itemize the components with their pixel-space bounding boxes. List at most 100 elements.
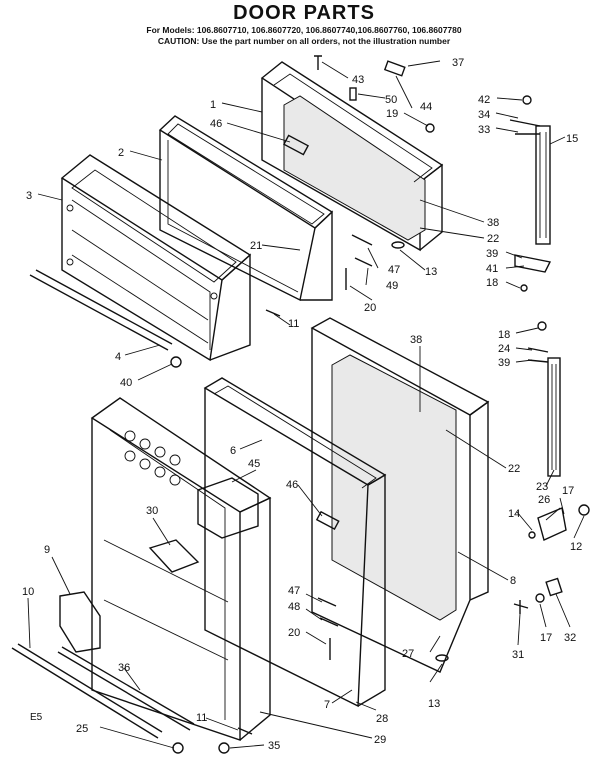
- callout-24: 24: [498, 343, 510, 355]
- part-31: [513, 600, 529, 614]
- callout-50: 50: [385, 94, 397, 106]
- part-49: [354, 257, 373, 267]
- callout-32: 32: [564, 632, 576, 644]
- callout-47-lower: 47: [288, 585, 300, 597]
- callout-44: 44: [420, 101, 432, 113]
- callout-23: 23: [536, 481, 548, 493]
- callout-18-upper: 18: [486, 277, 498, 289]
- dairy-door: [59, 591, 101, 653]
- egg-tray: [124, 430, 181, 486]
- freezer-trim-strip: [29, 269, 173, 351]
- callout-39-lower: 39: [498, 357, 510, 369]
- callout-15: 15: [566, 133, 578, 145]
- callout-27: 27: [402, 648, 414, 660]
- callout-47-upper: 47: [388, 264, 400, 276]
- part-32: [545, 577, 563, 597]
- callout-19: 19: [386, 108, 398, 120]
- callout-43: 43: [352, 74, 364, 86]
- callout-20-upper: 20: [364, 302, 376, 314]
- callout-8: 8: [510, 575, 516, 587]
- fresh-food-gasket: [203, 377, 387, 708]
- diagram-header: DOOR PARTS For Models: 106.8607710, 106.…: [0, 0, 608, 47]
- upper-hinge-bar: [509, 95, 552, 292]
- callout-12: 12: [570, 541, 582, 553]
- callout-13-lower: 13: [428, 698, 440, 710]
- callout-35: 35: [268, 740, 280, 752]
- callout-3: 3: [26, 190, 32, 202]
- callout-34: 34: [478, 109, 490, 121]
- handle-insert-lower: [315, 510, 340, 531]
- page-title: DOOR PARTS: [233, 2, 375, 24]
- callout-38-upper: 38: [487, 217, 499, 229]
- callout-36: 36: [118, 662, 130, 674]
- fresh-food-door-liner: [90, 397, 272, 741]
- freezer-door-gasket: [158, 115, 334, 302]
- part-48: [319, 617, 339, 627]
- part-47-lower: [317, 597, 337, 607]
- callout-4: 4: [115, 351, 121, 363]
- callout-33: 33: [478, 124, 490, 136]
- corner-mark: E5: [30, 712, 43, 723]
- lower-hinge-bar: [527, 321, 590, 541]
- callout-41: 41: [486, 263, 498, 275]
- part-43-screw: [314, 55, 322, 70]
- handle-insert-upper: [282, 134, 310, 156]
- callout-46-lower: 46: [286, 479, 298, 491]
- callout-2: 2: [118, 147, 124, 159]
- part-19-plug: [425, 123, 435, 133]
- callout-28: 28: [376, 713, 388, 725]
- fresh-food-outer-door: [310, 317, 490, 673]
- callout-29: 29: [374, 734, 386, 746]
- callout-11-lower: 11: [196, 712, 207, 724]
- callout-9: 9: [44, 544, 50, 556]
- bottom-trim-strip: [11, 643, 163, 739]
- callout-21: 21: [250, 240, 262, 252]
- callout-26: 26: [538, 494, 550, 506]
- caution-note: CAUTION: Use the part number on all orde…: [157, 36, 451, 46]
- callout-30: 30: [146, 505, 158, 517]
- part-13-upper: [391, 241, 405, 249]
- callout-18-lower: 18: [498, 329, 510, 341]
- callout-42: 42: [478, 94, 490, 106]
- callout-11-upper: 11: [288, 318, 299, 330]
- part-47-upper: [351, 234, 373, 246]
- callout-1: 1: [210, 99, 216, 111]
- callout-25: 25: [76, 723, 88, 735]
- callout-40: 40: [120, 377, 132, 389]
- callout-45: 45: [248, 458, 260, 470]
- callout-labels: 1 2 3 4 40 46 21 11 43 37 50 44 19 42 34…: [22, 57, 582, 752]
- part-37-cap: [383, 60, 406, 77]
- part-25: [172, 742, 184, 754]
- handle-pocket: [148, 539, 200, 573]
- callout-20-lower: 20: [288, 627, 300, 639]
- callout-22-lower: 22: [508, 463, 520, 475]
- freezer-outer-door: [260, 61, 444, 252]
- freezer-door-liner: [60, 154, 252, 362]
- part-13-lower: [435, 654, 449, 662]
- callout-14: 14: [508, 508, 520, 520]
- callout-38-lower: 38: [410, 334, 422, 346]
- callout-39-upper: 39: [486, 248, 498, 260]
- callout-46-upper: 46: [210, 118, 222, 130]
- part-35: [218, 742, 230, 754]
- callout-37: 37: [452, 57, 464, 69]
- callout-17-lower: 17: [540, 632, 552, 644]
- callout-10: 10: [22, 586, 34, 598]
- model-list: For Models: 106.8607710, 106.8607720, 10…: [146, 25, 462, 35]
- callout-31: 31: [512, 649, 524, 661]
- callout-6: 6: [230, 445, 236, 457]
- leader-lines: [27, 60, 585, 749]
- callout-17-upper: 17: [562, 485, 574, 497]
- trim-strip-36: [57, 646, 195, 731]
- butter-compartment: [197, 477, 259, 539]
- callout-48: 48: [288, 601, 300, 613]
- part-40-cap: [170, 356, 182, 368]
- callout-13-upper: 13: [425, 266, 437, 278]
- callout-22-upper: 22: [487, 233, 499, 245]
- callout-7: 7: [324, 699, 330, 711]
- callout-49: 49: [386, 280, 398, 292]
- part-50-spacer: [349, 87, 357, 101]
- part-11-upper: [265, 309, 281, 317]
- part-11-lower: [237, 727, 253, 735]
